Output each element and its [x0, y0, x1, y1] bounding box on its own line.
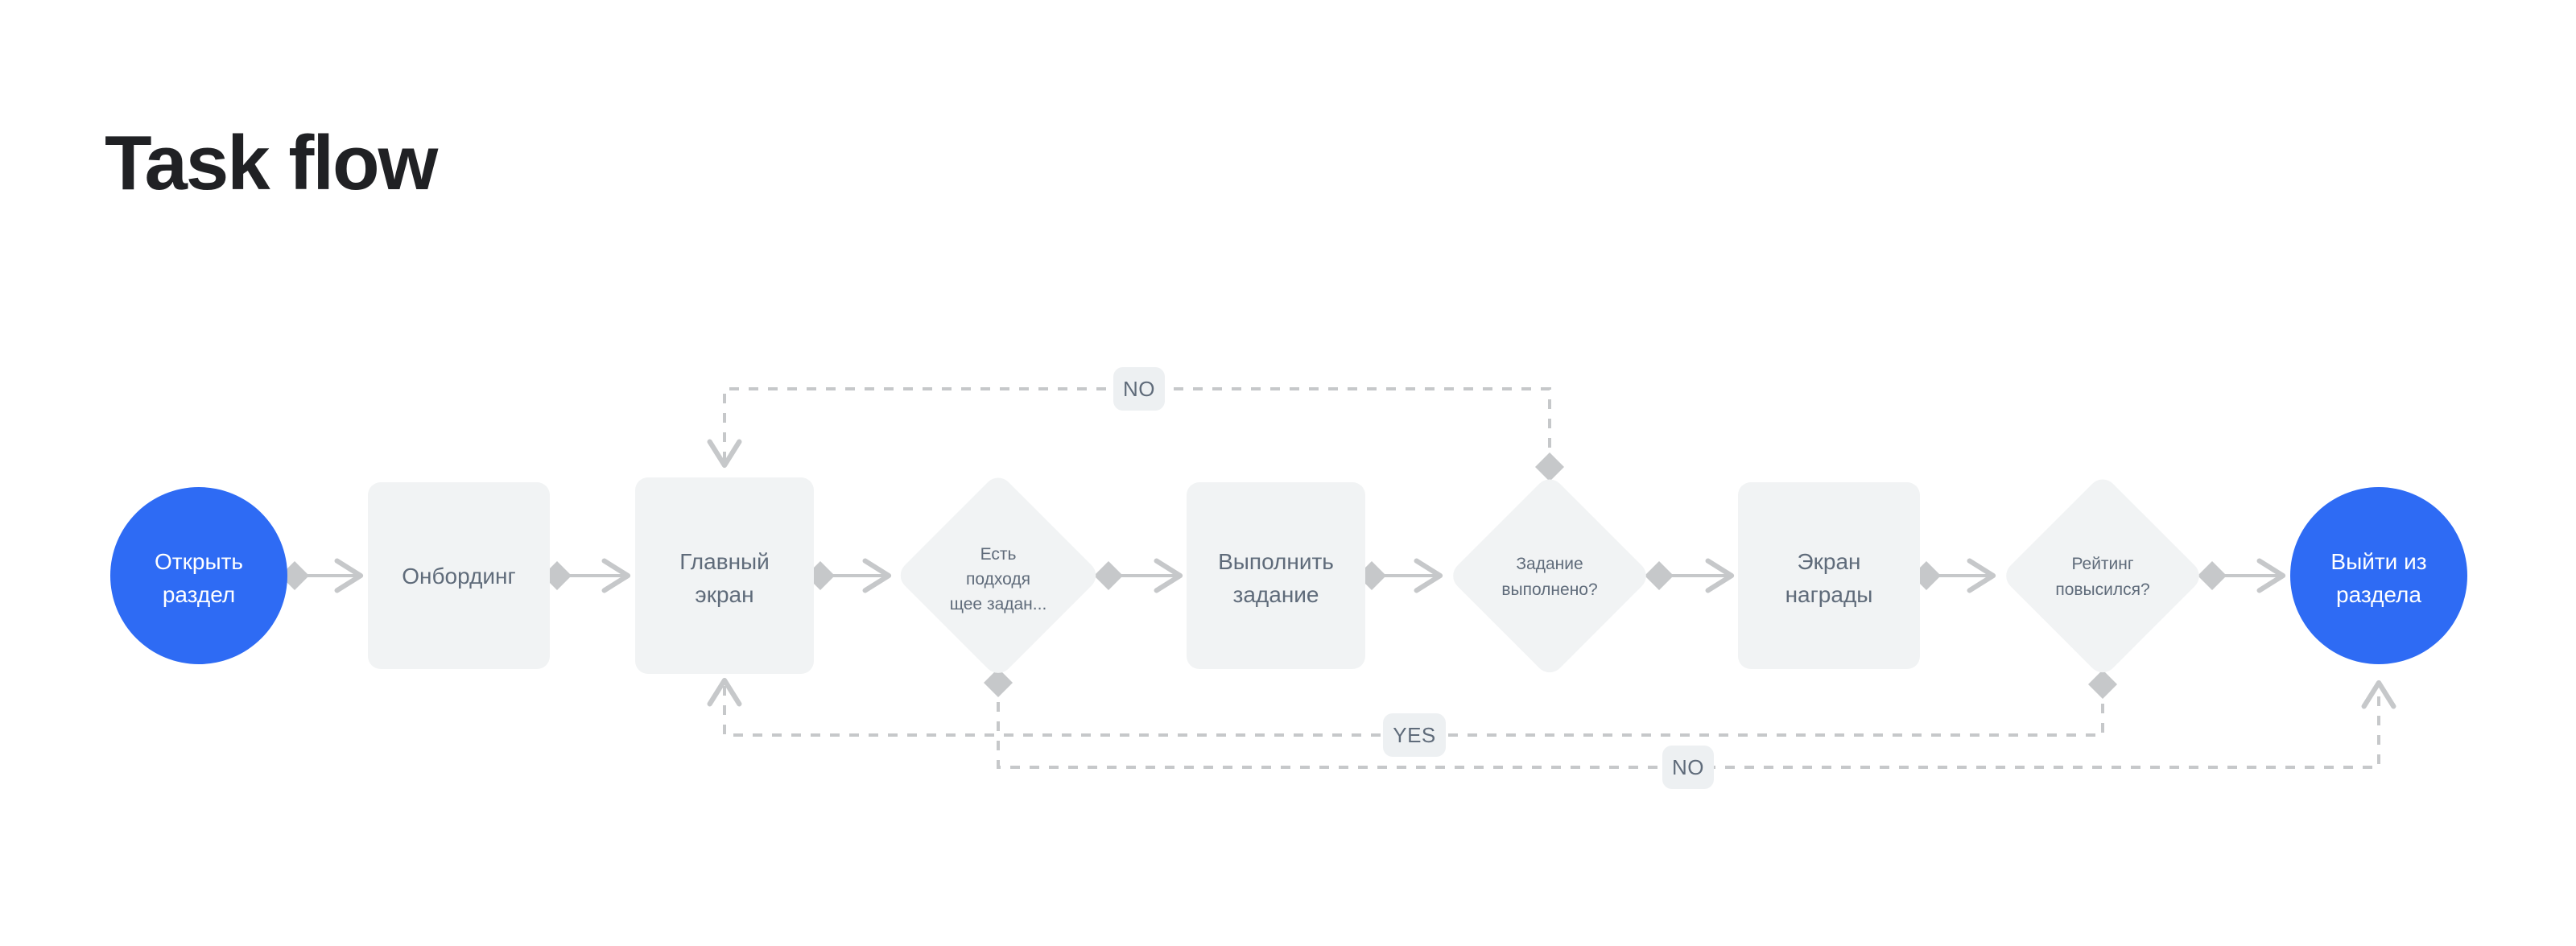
node-decision-has-task-label-line2: подходя	[966, 570, 1030, 589]
node-reward-screen-shape[interactable]	[1738, 482, 1920, 669]
node-exit[interactable]: Выйти из раздела	[2290, 487, 2467, 664]
node-reward-screen[interactable]: Экран награды	[1738, 482, 1920, 669]
edge-label-no-bottom: NO	[1662, 746, 1714, 789]
node-decision-has-task-shape[interactable]	[894, 472, 1101, 679]
node-main-screen[interactable]: Главный экран	[635, 477, 814, 674]
node-do-task-label-line1: Выполнить	[1218, 549, 1334, 574]
page-title: Task flow	[105, 120, 438, 206]
node-decision-has-task-label-line3: щее задан...	[950, 595, 1047, 613]
edge-label-no-bottom-text: NO	[1672, 755, 1704, 779]
node-start[interactable]: Открыть раздел	[110, 487, 287, 664]
node-start-label-line1: Открыть	[155, 549, 243, 574]
node-do-task[interactable]: Выполнить задание	[1187, 482, 1365, 669]
node-decision-rating-up-shape[interactable]	[2000, 473, 2206, 679]
node-decision-rating-up-label-line1: Рейтинг	[2071, 555, 2133, 573]
node-do-task-label-line2: задание	[1233, 582, 1319, 607]
node-decision-task-done-label-line2: выполнено?	[1501, 580, 1597, 599]
node-exit-label-line1: Выйти из	[2330, 549, 2426, 574]
node-decision-task-done[interactable]: Задание выполнено?	[1447, 473, 1653, 679]
node-onboarding-label: Онбординг	[402, 564, 515, 589]
node-decision-rating-up-label-line2: повысился?	[2055, 580, 2149, 599]
edge-label-no-top: NO	[1113, 367, 1165, 411]
edge-labels: NO YES NO	[1113, 367, 1714, 789]
node-start-label-line2: раздел	[163, 582, 235, 607]
node-onboarding[interactable]: Онбординг	[368, 482, 550, 669]
node-onboarding-shape[interactable]	[368, 482, 550, 669]
edge-label-yes: YES	[1383, 713, 1446, 757]
node-main-screen-label-line1: Главный	[679, 549, 770, 574]
node-decision-task-done-label-line1: Задание	[1516, 555, 1583, 573]
edge-label-yes-text: YES	[1393, 723, 1436, 747]
node-decision-has-task[interactable]: Есть подходя щее задан...	[894, 472, 1101, 679]
node-main-screen-label-line2: экран	[695, 582, 753, 607]
node-reward-screen-label-line2: награды	[1785, 582, 1873, 607]
edge-label-no-top-text: NO	[1123, 377, 1155, 401]
node-start-shape[interactable]	[110, 487, 287, 664]
node-exit-shape[interactable]	[2290, 487, 2467, 664]
node-reward-screen-label-line1: Экран	[1798, 549, 1861, 574]
node-decision-rating-up[interactable]: Рейтинг повысился?	[2000, 473, 2206, 679]
node-decision-task-done-shape[interactable]	[1447, 473, 1653, 679]
node-decision-has-task-label-line1: Есть	[980, 545, 1017, 564]
node-main-screen-shape[interactable]	[635, 477, 814, 674]
node-exit-label-line2: раздела	[2336, 582, 2421, 607]
node-do-task-shape[interactable]	[1187, 482, 1365, 669]
